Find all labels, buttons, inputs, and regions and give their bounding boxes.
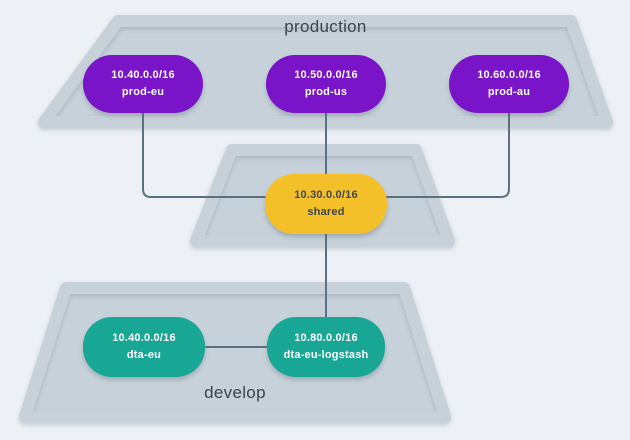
node-dta-eu-logstash[interactable]: 10.80.0.0/16 dta-eu-logstash	[267, 317, 385, 377]
zone-shared-shape-stroke	[190, 144, 455, 247]
node-cidr: 10.60.0.0/16	[477, 69, 541, 81]
node-cidr: 10.50.0.0/16	[294, 69, 358, 81]
node-prod-au[interactable]: 10.60.0.0/16 prod-au	[449, 55, 569, 113]
edge-prod-eu-shared	[142, 109, 268, 198]
node-name: prod-eu	[121, 86, 165, 98]
node-name: dta-eu	[126, 349, 162, 361]
edge-prod-au-shared	[384, 109, 510, 198]
node-name: shared	[307, 206, 345, 218]
node-name: prod-au	[487, 86, 531, 98]
zone-label-develop: develop	[204, 383, 266, 402]
node-name: dta-eu-logstash	[283, 349, 369, 361]
node-cidr: 10.40.0.0/16	[111, 69, 175, 81]
node-shared[interactable]: 10.30.0.0/16 shared	[265, 174, 387, 234]
zone-label-production: production	[284, 17, 367, 36]
node-dta-eu[interactable]: 10.40.0.0/16 dta-eu	[83, 317, 205, 377]
node-prod-us[interactable]: 10.50.0.0/16 prod-us	[266, 55, 386, 113]
zone-develop-shape-stroke	[19, 282, 451, 423]
node-cidr: 10.40.0.0/16	[112, 332, 176, 344]
zone-production-shape-stroke	[38, 15, 613, 128]
node-name: prod-us	[304, 86, 348, 98]
node-cidr: 10.80.0.0/16	[294, 332, 358, 344]
node-prod-eu[interactable]: 10.40.0.0/16 prod-eu	[83, 55, 203, 113]
node-cidr: 10.30.0.0/16	[294, 189, 358, 201]
